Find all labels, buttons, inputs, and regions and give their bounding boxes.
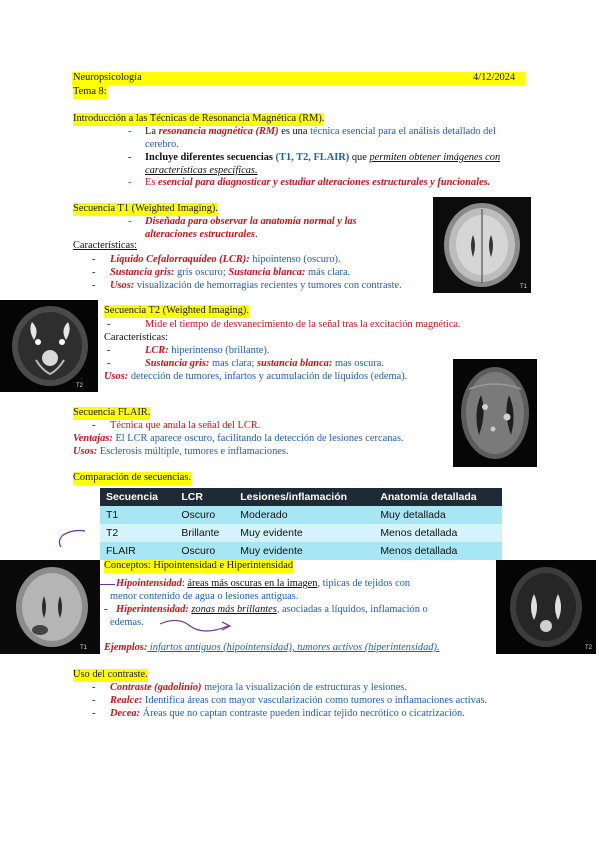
t1-char-1: Líquido Cefalorraquídeo (LCR): hipointen… <box>110 254 341 265</box>
contrast-item-3: Decea: Áreas que no captan contraste pue… <box>110 708 465 719</box>
handwritten-hook-icon <box>58 529 86 548</box>
t1-image-tag: T1 <box>519 283 527 290</box>
table-header: LCR <box>175 488 235 506</box>
brain-scan-icon <box>433 197 531 293</box>
dash: - <box>92 695 96 706</box>
contrast-item-1: Contraste (gadolinio) mejora la visualiz… <box>110 682 407 693</box>
table-cell: Muy evidente <box>234 524 375 542</box>
dash: - <box>128 216 132 227</box>
topic-label: Tema 8: <box>73 86 107 99</box>
concept-left-tag: T1 <box>80 644 88 651</box>
intro-bullet-3: Es esencial para diagnosticar y estudiar… <box>145 177 491 188</box>
compare-title: Comparación de secuencias. <box>73 472 192 485</box>
flair-advantages: Ventajas: El LCR aparece oscuro, facilit… <box>73 433 404 444</box>
comparison-table: Secuencia LCR Lesiones/inflamación Anato… <box>100 488 502 560</box>
contrast-item-2: Realce: Identifica áreas con mayor vascu… <box>110 695 488 706</box>
t2-uses: Usos: detección de tumores, infartos y a… <box>104 371 408 382</box>
dash: - <box>92 420 96 431</box>
concepts-title: Conceptos: Hipointensidad e Hiperintensi… <box>104 560 294 573</box>
t2-characteristics-title: Características: <box>104 332 169 343</box>
dash: - <box>128 177 132 188</box>
t2-char-2: Sustancia gris: mas clara; sustancia bla… <box>145 358 384 369</box>
t1-mri-image: T1 <box>433 197 531 293</box>
table-row: T1 Oscuro Moderado Muy detallada <box>100 506 502 524</box>
concept-hyperintensity: Hiperintensidad: zonas más brillantes, a… <box>110 604 428 628</box>
dash: - <box>107 358 111 369</box>
intro-bullet-1: La resonancia magnética (RM) es una técn… <box>145 126 496 150</box>
flair-title: Secuencia FLAIR. <box>73 407 151 420</box>
t2-char-1: LCR: hiperintenso (brillante). <box>145 345 270 356</box>
t1-title: Secuencia T1 (Weighted Imaging). <box>73 203 218 216</box>
brain-scan-icon <box>0 560 100 654</box>
table-cell: T2 <box>100 524 176 542</box>
concept-right-mri-image: T2 <box>496 560 596 654</box>
table-row: FLAIR Oscuro Muy evidente Menos detallad… <box>100 542 502 560</box>
handwritten-arrow-icon <box>159 619 232 632</box>
t1-char-2: Sustancia gris: gris oscuro; Sustancia b… <box>110 267 351 278</box>
intro-title: Introducción a las Técnicas de Resonanci… <box>73 113 325 126</box>
handwritten-line <box>100 584 115 585</box>
table-cell: FLAIR <box>100 542 176 560</box>
table-cell: Muy evidente <box>234 542 375 560</box>
dash: - <box>107 345 111 356</box>
table-header: Secuencia <box>100 488 176 506</box>
brain-scan-icon <box>0 300 98 392</box>
dash: - <box>92 682 96 693</box>
table-cell: T1 <box>100 506 176 524</box>
dash: - <box>104 604 108 615</box>
t1-char-3: Usos: visualización de hemorragias recie… <box>110 280 402 291</box>
header-bar <box>72 72 525 85</box>
t2-title: Secuencia T2 (Weighted Imaging). <box>104 305 249 318</box>
brain-scan-icon <box>496 560 596 654</box>
dash: - <box>92 280 96 291</box>
table-cell: Brillante <box>175 524 235 542</box>
concept-left-mri-image: T1 <box>0 560 100 654</box>
concept-hypointensity: Hipointensidad: áreas más oscuras en la … <box>110 578 411 602</box>
brain-scan-icon <box>453 359 537 467</box>
concept-right-tag: T2 <box>584 644 592 651</box>
flair-uses: Usos: Esclerosis múltiple, tumores e inf… <box>73 446 289 457</box>
table-cell: Oscuro <box>175 542 235 560</box>
contrast-title: Uso del contraste. <box>73 669 148 682</box>
comparison-table-wrap: Secuencia LCR Lesiones/inflamación Anato… <box>100 488 502 560</box>
dash: - <box>128 126 132 137</box>
t1-bullet-1: Diseñada para observar la anatomía norma… <box>145 216 357 240</box>
dash: - <box>92 708 96 719</box>
t2-bullet-1: Mide el tiempo de desvanecimiento de la … <box>145 319 461 330</box>
table-cell: Moderado <box>234 506 375 524</box>
dash: - <box>107 319 111 330</box>
table-cell: Menos detallada <box>374 524 502 542</box>
table-cell: Oscuro <box>175 506 235 524</box>
concept-examples: Ejemplos: infartos antiguos (hipointensi… <box>104 642 440 653</box>
intro-bullet-2: Incluye diferentes secuencias (T1, T2, F… <box>145 152 501 176</box>
table-cell: Menos detallada <box>374 542 502 560</box>
flair-mri-image <box>453 359 537 467</box>
dash: - <box>128 152 132 163</box>
t2-image-tag: T2 <box>76 382 84 389</box>
subject-label: Neuropsicología <box>73 72 142 83</box>
table-cell: Muy detallada <box>374 506 502 524</box>
date-label: 4/12/2024 <box>473 72 516 83</box>
dash: - <box>92 267 96 278</box>
table-header: Lesiones/inflamación <box>234 488 375 506</box>
dash: - <box>92 254 96 265</box>
t2-mri-image: T2 <box>0 300 98 392</box>
table-header: Anatomía detallada <box>374 488 502 506</box>
table-row: T2 Brillante Muy evidente Menos detallad… <box>100 524 502 542</box>
flair-bullet-1: Técnica que anula la señal del LCR. <box>110 420 261 431</box>
t1-characteristics-title: Características: <box>73 240 138 251</box>
